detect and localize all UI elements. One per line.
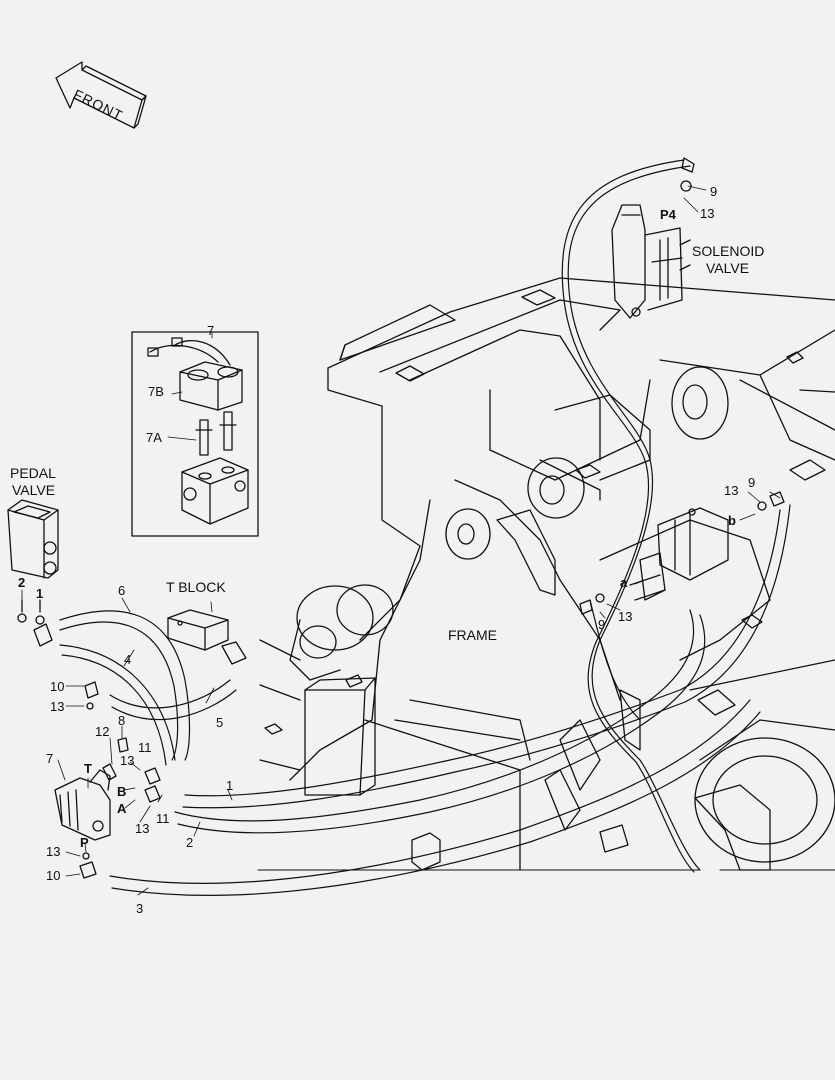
pilot-valve (54, 769, 111, 841)
solenoid-valve-label-line2: VALVE (706, 260, 750, 276)
callout-13-d: 13 (46, 844, 61, 859)
callout-5: 5 (216, 715, 224, 730)
callout-4: 4 (124, 652, 132, 667)
callout-10-b: 10 (46, 868, 61, 883)
port-a-pilot-label: A (117, 801, 127, 816)
t-block-label: T BLOCK (166, 579, 226, 595)
frame-structure (257, 277, 835, 871)
callout-13-mid: 13 (618, 609, 633, 624)
callout-13-a: 13 (50, 699, 65, 714)
pedal-valve-label-line1: PEDAL (10, 465, 56, 481)
callout-p4: P4 (660, 207, 676, 222)
front-arrow-icon (55, 61, 147, 129)
callout-8: 8 (118, 713, 126, 728)
callout-9-right: 9 (748, 475, 756, 490)
callout-7-inset: 7 (207, 323, 215, 338)
callout-9-mid: 9 (598, 617, 606, 632)
port-p-label: P (80, 835, 89, 850)
pedal-valve (7, 499, 59, 647)
callout-7-left: 7 (46, 751, 54, 766)
callout-1-pedal: 1 (36, 586, 44, 601)
callout-13-top: 13 (700, 206, 715, 221)
t-block (167, 609, 247, 665)
callout-3: 3 (136, 901, 144, 916)
callout-13-b: 13 (120, 753, 135, 768)
solenoid-valve (611, 204, 691, 319)
port-a-label: a (620, 575, 628, 590)
solenoid-valve-label-line1: SOLENOID (692, 243, 765, 259)
callout-11-b: 11 (156, 811, 170, 826)
callout-2-pedal: 2 (18, 575, 26, 590)
port-b-pilot-label: B (117, 784, 127, 799)
frame-label: FRAME (448, 627, 497, 643)
callout-7b: 7B (148, 384, 164, 399)
hose-lines (59, 159, 791, 896)
callout-2: 2 (186, 835, 194, 850)
callout-13-c: 13 (135, 821, 150, 836)
callout-9-top: 9 (710, 184, 718, 199)
inset-panel (131, 331, 259, 537)
callout-10-a: 10 (50, 679, 65, 694)
callout-12: 12 (95, 724, 110, 739)
callout-1: 1 (226, 778, 234, 793)
leader-lines (21, 185, 781, 896)
port-t-label: T (84, 761, 92, 776)
callout-7a: 7A (146, 430, 162, 445)
control-valve-block (629, 507, 729, 601)
callout-6: 6 (118, 583, 126, 598)
port-b-label: b (728, 513, 736, 528)
callout-11-a: 11 (138, 740, 152, 755)
callout-13-right: 13 (724, 483, 739, 498)
pedal-valve-label-line2: VALVE (12, 482, 56, 498)
